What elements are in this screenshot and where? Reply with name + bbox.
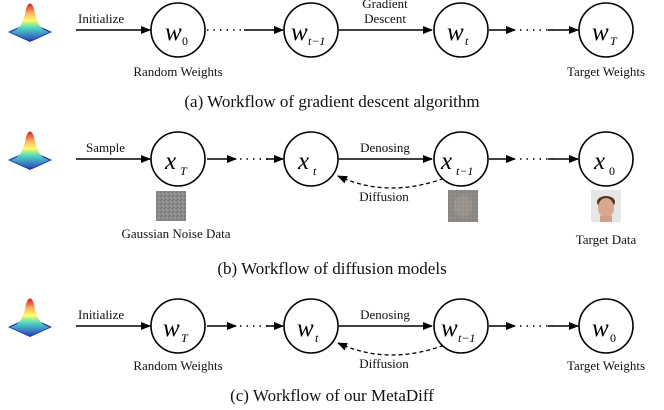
initialize-label: Initialize xyxy=(78,307,124,322)
diffusion-label: Diffusion xyxy=(359,189,409,204)
node-x-T: x T xyxy=(150,131,206,187)
random-weights-label: Random Weights xyxy=(133,64,222,79)
svg-text:w: w xyxy=(441,315,458,342)
panel-a: Initialize w 0 w t−1 Gradient Descent w … xyxy=(8,0,645,111)
svg-text:x: x xyxy=(164,148,176,175)
node-w-0: w 0 xyxy=(578,298,634,354)
node-w-T: w T xyxy=(150,298,206,354)
gradient-label: Gradient xyxy=(362,0,408,11)
random-weights-label: Random Weights xyxy=(133,358,222,373)
svg-text:w: w xyxy=(165,19,182,46)
svg-text:w: w xyxy=(592,315,609,342)
svg-text:x: x xyxy=(593,148,605,175)
denoising-label: Denosing xyxy=(360,140,410,155)
svg-text:w: w xyxy=(592,19,609,46)
panel-c: Initialize w T w t Denosing Diffusion w … xyxy=(8,298,645,405)
diffusion-arrow xyxy=(337,175,451,189)
svg-text:t: t xyxy=(315,331,319,345)
node-w-T: w T xyxy=(578,2,634,58)
node-w-t-minus-1: w t−1 xyxy=(283,2,339,58)
svg-text:t−1: t−1 xyxy=(458,331,475,345)
node-x-t-minus-1: x t−1 xyxy=(433,131,489,187)
svg-text:w: w xyxy=(163,315,180,342)
sample-label: Sample xyxy=(86,140,125,155)
target-data-label: Target Data xyxy=(576,232,637,247)
face-image xyxy=(591,190,621,222)
svg-text:w: w xyxy=(297,315,314,342)
diffusion-label: Diffusion xyxy=(359,356,409,371)
svg-text:t: t xyxy=(313,164,317,178)
noise-data-label: Gaussian Noise Data xyxy=(121,226,230,241)
caption-b: (b) Workflow of diffusion models xyxy=(217,259,446,278)
gaussian-surface-icon xyxy=(8,131,52,170)
target-weights-label: Target Weights xyxy=(567,64,645,79)
target-weights-label: Target Weights xyxy=(567,358,645,373)
denoising-label: Denosing xyxy=(360,307,410,322)
svg-text:0: 0 xyxy=(182,34,188,48)
svg-text:w: w xyxy=(447,19,464,46)
caption-a: (a) Workflow of gradient descent algorit… xyxy=(184,92,479,111)
node-w-0: w 0 xyxy=(150,2,206,58)
node-w-t: w t xyxy=(283,298,339,354)
diffusion-arrow xyxy=(337,342,451,356)
svg-text:T: T xyxy=(610,34,618,48)
svg-text:T: T xyxy=(181,331,189,345)
initialize-label: Initialize xyxy=(78,11,124,26)
node-w-t: w t xyxy=(433,2,489,58)
svg-text:x: x xyxy=(440,148,452,175)
svg-text:w: w xyxy=(291,19,308,46)
node-w-t-minus-1: w t−1 xyxy=(433,298,489,354)
svg-text:T: T xyxy=(180,164,188,178)
svg-text:x: x xyxy=(297,148,309,175)
svg-text:0: 0 xyxy=(609,164,615,178)
svg-text:0: 0 xyxy=(610,331,616,345)
panel-b: Sample x T x t Denosing Diffusion x t−1 xyxy=(8,131,637,278)
noise-image xyxy=(156,191,186,221)
noisy-face-image xyxy=(448,190,478,222)
gaussian-surface-icon xyxy=(8,298,52,337)
svg-text:t−1: t−1 xyxy=(456,164,473,178)
caption-c: (c) Workflow of our MetaDiff xyxy=(230,386,434,405)
descent-label: Descent xyxy=(364,11,406,26)
node-x-t: x t xyxy=(283,131,339,187)
svg-text:t: t xyxy=(465,34,469,48)
gaussian-surface-icon xyxy=(8,3,52,42)
svg-text:t−1: t−1 xyxy=(308,34,325,48)
node-x-0: x 0 xyxy=(578,131,634,187)
